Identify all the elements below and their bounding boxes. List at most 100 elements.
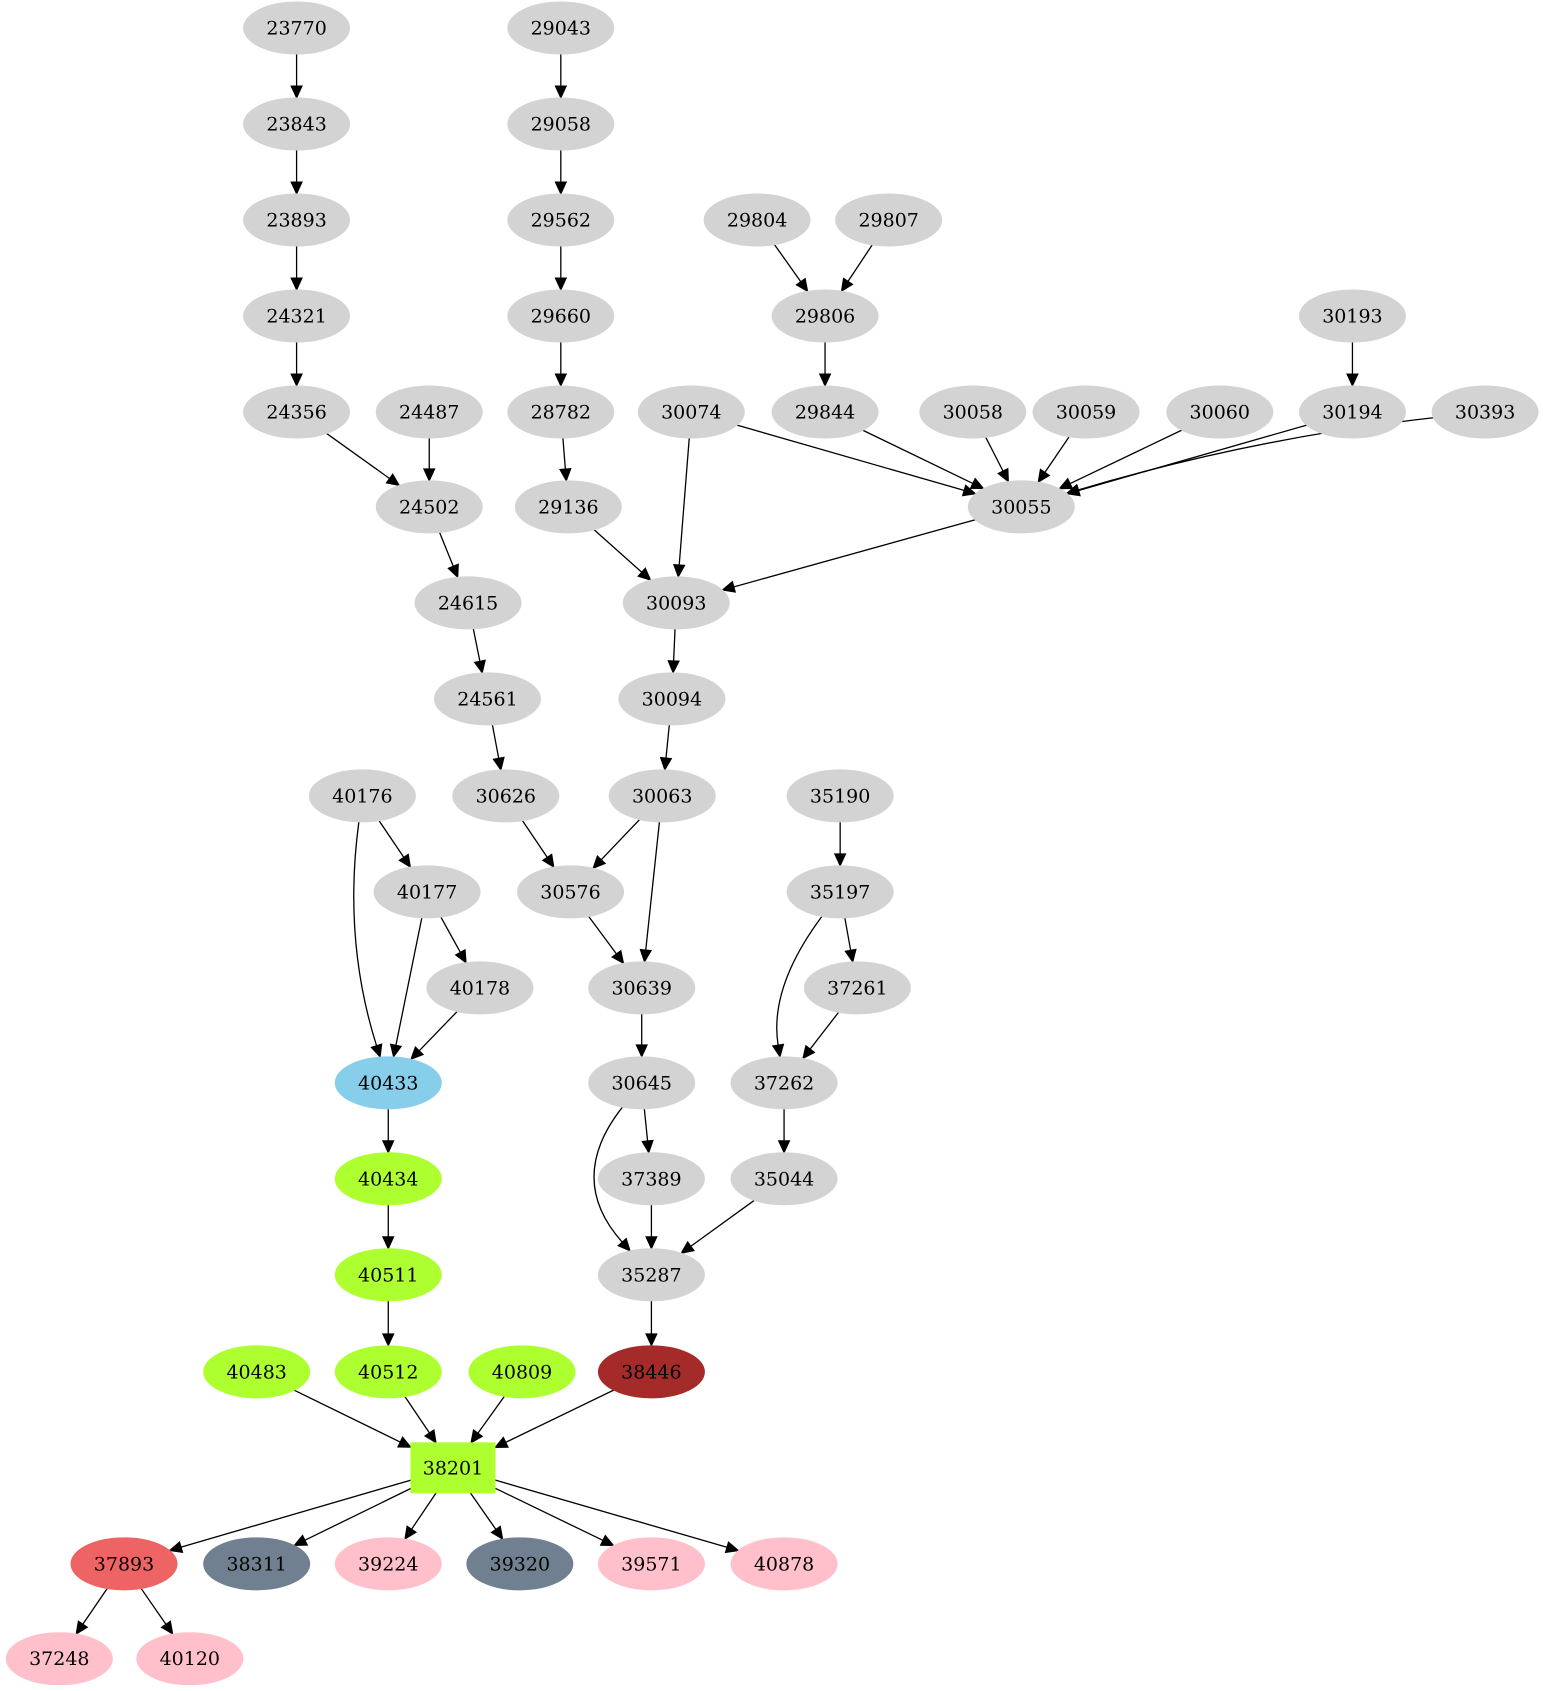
node-ellipse[interactable]: [507, 97, 615, 151]
node-40809[interactable]: 40809: [468, 1345, 576, 1399]
node-40512[interactable]: 40512: [334, 1345, 442, 1399]
node-30055[interactable]: 30055: [967, 480, 1075, 534]
node-ellipse[interactable]: [771, 385, 879, 439]
node-39320[interactable]: 39320: [466, 1537, 574, 1591]
node-24321[interactable]: 24321: [243, 289, 351, 343]
node-ellipse[interactable]: [5, 1632, 113, 1686]
node-29844[interactable]: 29844: [771, 385, 879, 439]
node-ellipse[interactable]: [203, 1537, 311, 1591]
node-30063[interactable]: 30063: [608, 769, 716, 823]
node-24561[interactable]: 24561: [433, 672, 541, 726]
node-23770[interactable]: 23770: [243, 1, 351, 55]
node-ellipse[interactable]: [433, 672, 541, 726]
node-ellipse[interactable]: [243, 193, 351, 247]
node-ellipse[interactable]: [786, 769, 894, 823]
node-ellipse[interactable]: [967, 480, 1075, 534]
node-29660[interactable]: 29660: [507, 289, 615, 343]
node-ellipse[interactable]: [608, 769, 716, 823]
node-24502[interactable]: 24502: [375, 480, 483, 534]
node-ellipse[interactable]: [622, 576, 730, 630]
node-40511[interactable]: 40511: [334, 1248, 442, 1302]
node-40434[interactable]: 40434: [334, 1152, 442, 1206]
node-37893[interactable]: 37893: [70, 1537, 178, 1591]
node-ellipse[interactable]: [1032, 385, 1140, 439]
node-ellipse[interactable]: [507, 289, 615, 343]
node-37248[interactable]: 37248: [5, 1632, 113, 1686]
node-30058[interactable]: 30058: [919, 385, 1027, 439]
node-ellipse[interactable]: [919, 385, 1027, 439]
node-ellipse[interactable]: [588, 1056, 696, 1110]
node-30094[interactable]: 30094: [618, 672, 726, 726]
node-40483[interactable]: 40483: [203, 1345, 311, 1399]
node-ellipse[interactable]: [1298, 289, 1406, 343]
node-ellipse[interactable]: [618, 672, 726, 726]
node-30393[interactable]: 30393: [1431, 385, 1539, 439]
node-ellipse[interactable]: [375, 480, 483, 534]
node-40120[interactable]: 40120: [136, 1632, 244, 1686]
node-ellipse[interactable]: [507, 1, 615, 55]
node-38311[interactable]: 38311: [203, 1537, 311, 1591]
node-ellipse[interactable]: [334, 1345, 442, 1399]
node-37389[interactable]: 37389: [597, 1152, 705, 1206]
node-ellipse[interactable]: [803, 961, 911, 1015]
node-24615[interactable]: 24615: [414, 576, 522, 630]
node-29804[interactable]: 29804: [703, 193, 811, 247]
node-30645[interactable]: 30645: [588, 1056, 696, 1110]
node-ellipse[interactable]: [203, 1345, 311, 1399]
node-38201[interactable]: 38201: [410, 1442, 496, 1494]
node-ellipse[interactable]: [373, 865, 481, 919]
node-ellipse[interactable]: [507, 193, 615, 247]
node-35190[interactable]: 35190: [786, 769, 894, 823]
node-40878[interactable]: 40878: [730, 1537, 838, 1591]
node-ellipse[interactable]: [507, 385, 615, 439]
node-ellipse[interactable]: [334, 1248, 442, 1302]
node-ellipse[interactable]: [375, 385, 483, 439]
node-40178[interactable]: 40178: [426, 961, 534, 1015]
node-30193[interactable]: 30193: [1298, 289, 1406, 343]
node-35287[interactable]: 35287: [597, 1248, 705, 1302]
node-39571[interactable]: 39571: [597, 1537, 705, 1591]
node-ellipse[interactable]: [730, 1152, 838, 1206]
node-29043[interactable]: 29043: [507, 1, 615, 55]
node-ellipse[interactable]: [597, 1248, 705, 1302]
node-ellipse[interactable]: [1166, 385, 1274, 439]
node-30576[interactable]: 30576: [517, 865, 625, 919]
node-ellipse[interactable]: [514, 480, 622, 534]
node-29807[interactable]: 29807: [835, 193, 943, 247]
node-30093[interactable]: 30093: [622, 576, 730, 630]
node-ellipse[interactable]: [597, 1537, 705, 1591]
node-29058[interactable]: 29058: [507, 97, 615, 151]
node-30074[interactable]: 30074: [637, 385, 745, 439]
node-30639[interactable]: 30639: [588, 961, 696, 1015]
node-38446[interactable]: 38446: [597, 1345, 705, 1399]
node-37261[interactable]: 37261: [803, 961, 911, 1015]
node-40433[interactable]: 40433: [334, 1056, 442, 1110]
node-40176[interactable]: 40176: [308, 769, 416, 823]
node-ellipse[interactable]: [1431, 385, 1539, 439]
node-29136[interactable]: 29136: [514, 480, 622, 534]
node-ellipse[interactable]: [588, 961, 696, 1015]
node-30060[interactable]: 30060: [1166, 385, 1274, 439]
node-23843[interactable]: 23843: [243, 97, 351, 151]
node-30626[interactable]: 30626: [452, 769, 560, 823]
node-35197[interactable]: 35197: [786, 865, 894, 919]
node-ellipse[interactable]: [452, 769, 560, 823]
node-ellipse[interactable]: [517, 865, 625, 919]
node-ellipse[interactable]: [243, 97, 351, 151]
node-ellipse[interactable]: [597, 1345, 705, 1399]
node-ellipse[interactable]: [771, 289, 879, 343]
node-ellipse[interactable]: [334, 1056, 442, 1110]
node-ellipse[interactable]: [637, 385, 745, 439]
node-23893[interactable]: 23893: [243, 193, 351, 247]
node-24356[interactable]: 24356: [243, 385, 351, 439]
node-ellipse[interactable]: [1298, 385, 1406, 439]
node-ellipse[interactable]: [466, 1537, 574, 1591]
node-24487[interactable]: 24487: [375, 385, 483, 439]
node-ellipse[interactable]: [426, 961, 534, 1015]
node-ellipse[interactable]: [597, 1152, 705, 1206]
node-box[interactable]: [410, 1442, 496, 1494]
node-ellipse[interactable]: [243, 289, 351, 343]
node-ellipse[interactable]: [703, 193, 811, 247]
node-ellipse[interactable]: [730, 1056, 838, 1110]
node-35044[interactable]: 35044: [730, 1152, 838, 1206]
